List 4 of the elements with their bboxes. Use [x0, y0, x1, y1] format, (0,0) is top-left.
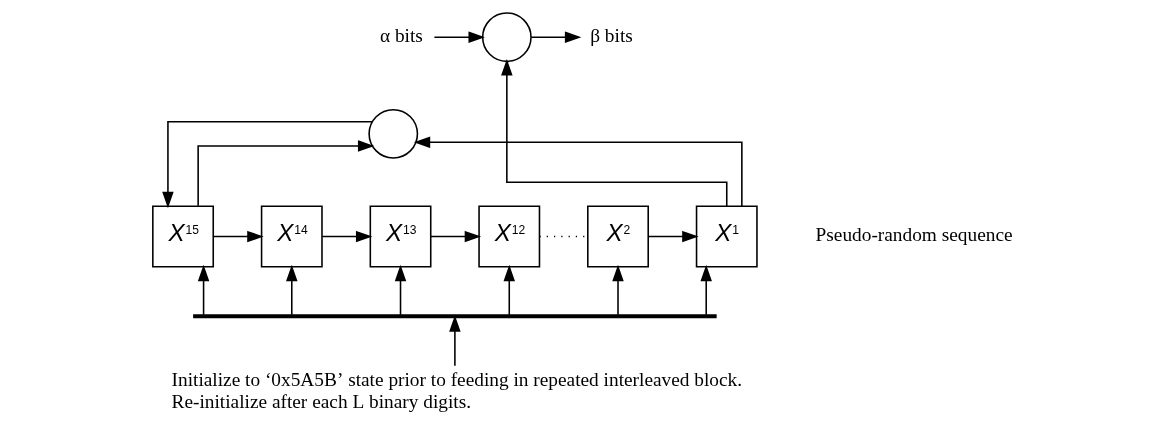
- label: Pseudo-random sequence: [815, 224, 1013, 246]
- node-text: β bits: [589, 24, 633, 46]
- node-text: Initialize to ‘0x5A5B’ state prior to feeding in repeated interleaved block. Re-initialize after each L binary digits.: [171, 369, 742, 412]
- node-text: α bits: [379, 24, 423, 46]
